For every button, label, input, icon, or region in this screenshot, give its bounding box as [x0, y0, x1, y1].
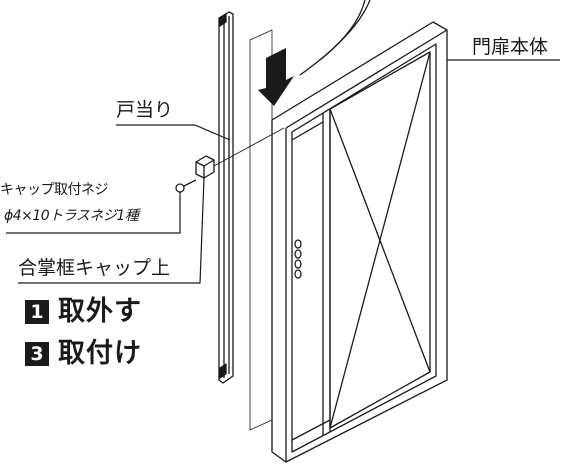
gate-body-label: 門扉本体 [472, 36, 549, 58]
step-text: 取付け [58, 338, 142, 369]
assembly-leader [213, 127, 285, 167]
cap-part [195, 155, 215, 179]
door-stop-label: 戸当り [116, 99, 174, 121]
screw-label-line2: ϕ4×10トラスネジ1種 [4, 208, 139, 224]
step-text: 取外す [58, 296, 142, 327]
step-number-badge: 3 [25, 341, 49, 366]
handle-slots [294, 239, 302, 279]
step-remove: 1 取外す [25, 298, 142, 325]
down-arrow-icon [258, 48, 294, 106]
door-stop-strip [218, 11, 234, 384]
cap-label: 合掌框キャップ上 [18, 257, 171, 279]
gate-panel [271, 21, 448, 463]
step-attach: 3 取付け [25, 340, 142, 367]
screw-part [175, 179, 197, 193]
door-stop-leader [116, 124, 231, 141]
step-number-badge: 1 [25, 299, 49, 324]
arc-curve [299, 0, 371, 76]
cap-leader [18, 177, 205, 284]
arc-curve [319, 0, 366, 61]
screw-leader [6, 192, 181, 234]
screw-label-line1: キャップ取付ネジ [0, 182, 109, 198]
